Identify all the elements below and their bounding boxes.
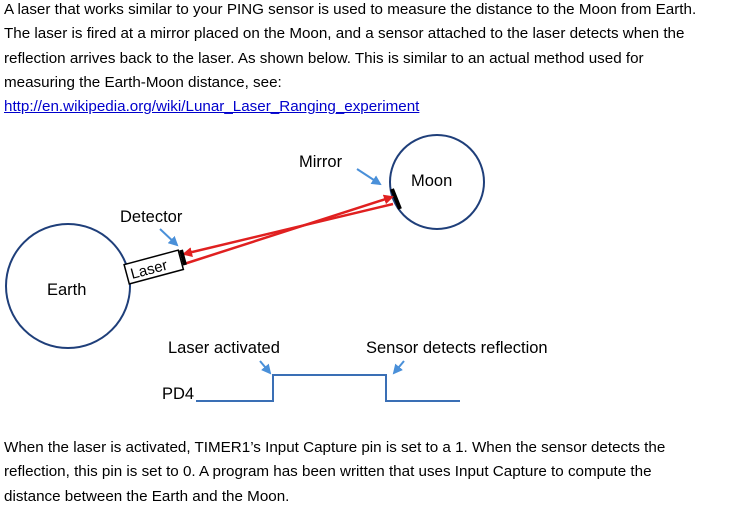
laser-beam-return [182, 202, 394, 258]
laser-activated-arrow-icon [259, 360, 272, 375]
laser-activated-label: Laser activated [168, 339, 280, 357]
laser-emitter [179, 249, 187, 266]
mirror-arrow-icon [356, 168, 382, 186]
intro-line: measuring the Earth-Moon distance, see: [4, 73, 282, 91]
laser-beam-outgoing [183, 194, 394, 266]
earth-label: Earth [47, 281, 86, 299]
earth-circle [5, 223, 131, 349]
outro-line: reflection, this pin is set to 0. A prog… [4, 463, 652, 481]
moon-label: Moon [411, 172, 452, 190]
detector-label: Detector [120, 208, 183, 226]
mirror [390, 188, 402, 210]
mirror-label: Mirror [299, 153, 343, 171]
wikipedia-link[interactable]: http://en.wikipedia.org/wiki/Lunar_Laser… [4, 98, 420, 116]
signal-label: PD4 [162, 385, 194, 403]
laser-device: Laser [123, 249, 185, 285]
intro-line: The laser is fired at a mirror placed on… [4, 25, 685, 43]
sensor-detects-arrow-icon [392, 360, 405, 375]
outro-line: distance between the Earth and the Moon. [4, 487, 290, 505]
intro-paragraph: A laser that works similar to your PING … [4, 0, 736, 119]
moon-circle [389, 134, 485, 230]
outro-line: When the laser is activated, TIMER1’s In… [4, 439, 666, 456]
outro-paragraph: When the laser is activated, TIMER1’s In… [4, 436, 736, 509]
sensor-detects-label: Sensor detects reflection [366, 339, 548, 357]
detector-arrow-icon [159, 228, 179, 247]
intro-line: reflection arrives back to the laser. As… [4, 49, 644, 67]
pd4-waveform [196, 374, 460, 402]
intro-line: A laser that works similar to your PING … [4, 1, 697, 18]
